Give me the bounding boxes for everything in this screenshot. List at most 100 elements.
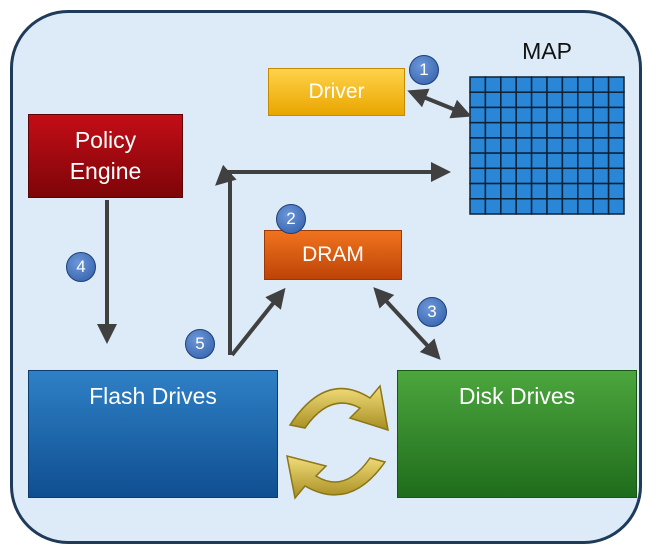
map-cell [469,91,487,109]
map-cell [515,198,533,215]
map-cell [500,137,517,154]
map-cell [469,137,487,154]
map-cell [607,91,625,109]
disk-drives-label: Disk Drives [458,383,576,409]
map-cell [530,167,548,185]
map-cell [546,121,564,139]
map-cell [515,76,533,93]
map-cell [561,91,579,109]
step-badge-2: 2 [276,204,306,234]
map-cell [577,137,594,154]
map-cell [577,106,594,124]
map-cell [577,76,594,93]
map-cell [530,76,548,93]
map-cell [607,106,625,124]
dram-disk-arrow [373,287,441,360]
map-cell [561,106,579,124]
map-cell [577,121,594,139]
map-cell [546,167,564,185]
map-cell [592,198,610,215]
map-cell [607,182,625,200]
driver-label: Driver [308,80,365,103]
map-cell [530,91,548,109]
map-cell [515,91,533,109]
map-cell [607,121,625,139]
map-cell [577,152,594,170]
map-cell [592,91,610,109]
policy-engine-label-line2: Engine [69,158,142,184]
map-cell [484,182,502,200]
map-cell [500,121,517,139]
map-cell [469,76,487,93]
map-cell [484,121,502,139]
map-cell [577,198,594,215]
map-cell [607,76,625,93]
flash-drives-node: Flash Drives [28,370,278,498]
map-cell [484,106,502,124]
map-cell [530,121,548,139]
map-cell [469,121,487,139]
map-cell [500,76,517,93]
map-cell [592,76,610,93]
flash-drives-label: Flash Drives [89,383,217,409]
map-cell [607,137,625,154]
driver-map-arrow [407,88,472,119]
map-cell [515,152,533,170]
map-cell [592,182,610,200]
map-cell [530,137,548,154]
map-cell [592,167,610,185]
map-cell [546,106,564,124]
map-cell [484,152,502,170]
step-badge-3: 3 [417,297,447,327]
map-cell [561,152,579,170]
map-cell [469,106,487,124]
map-cell [546,91,564,109]
map-cell [515,137,533,154]
map-cell [515,106,533,124]
map-cell [561,137,579,154]
map-cell [484,167,502,185]
map-cell [592,137,610,154]
map-cell [484,76,502,93]
map-cell [500,91,517,109]
step-badge-1: 1 [409,55,439,85]
map-cell [546,137,564,154]
map-cell [530,198,548,215]
map-cell [592,152,610,170]
map-cell [515,167,533,185]
map-cell [469,182,487,200]
map-cell [607,167,625,185]
map-label: MAP [522,38,572,64]
map-cell [469,198,487,215]
map-cell [561,76,579,93]
map-cell [500,167,517,185]
step-badge-4: 4 [66,252,96,282]
map-cell [530,106,548,124]
map-cell [577,167,594,185]
map-cell [592,121,610,139]
map-cell [469,167,487,185]
map-cell [561,121,579,139]
map-cell [546,152,564,170]
map-cell [607,198,625,215]
map-cell [530,182,548,200]
map-cell [484,91,502,109]
map-cell [546,198,564,215]
map-cell [500,152,517,170]
map-cell [500,106,517,124]
map-cell [546,182,564,200]
corner-stub-arrow [215,164,237,186]
flash-dram-arrow [230,287,286,357]
policy-engine-node: Policy Engine [28,114,183,198]
map-cell [515,121,533,139]
map-cell [484,198,502,215]
map-cell [484,137,502,154]
map-cell [607,152,625,170]
map-cell [515,182,533,200]
map-cell [530,152,548,170]
map-cell [546,76,564,93]
swap-arrows-icon [286,384,389,500]
step-badge-5: 5 [185,329,215,359]
map-cell [561,167,579,185]
